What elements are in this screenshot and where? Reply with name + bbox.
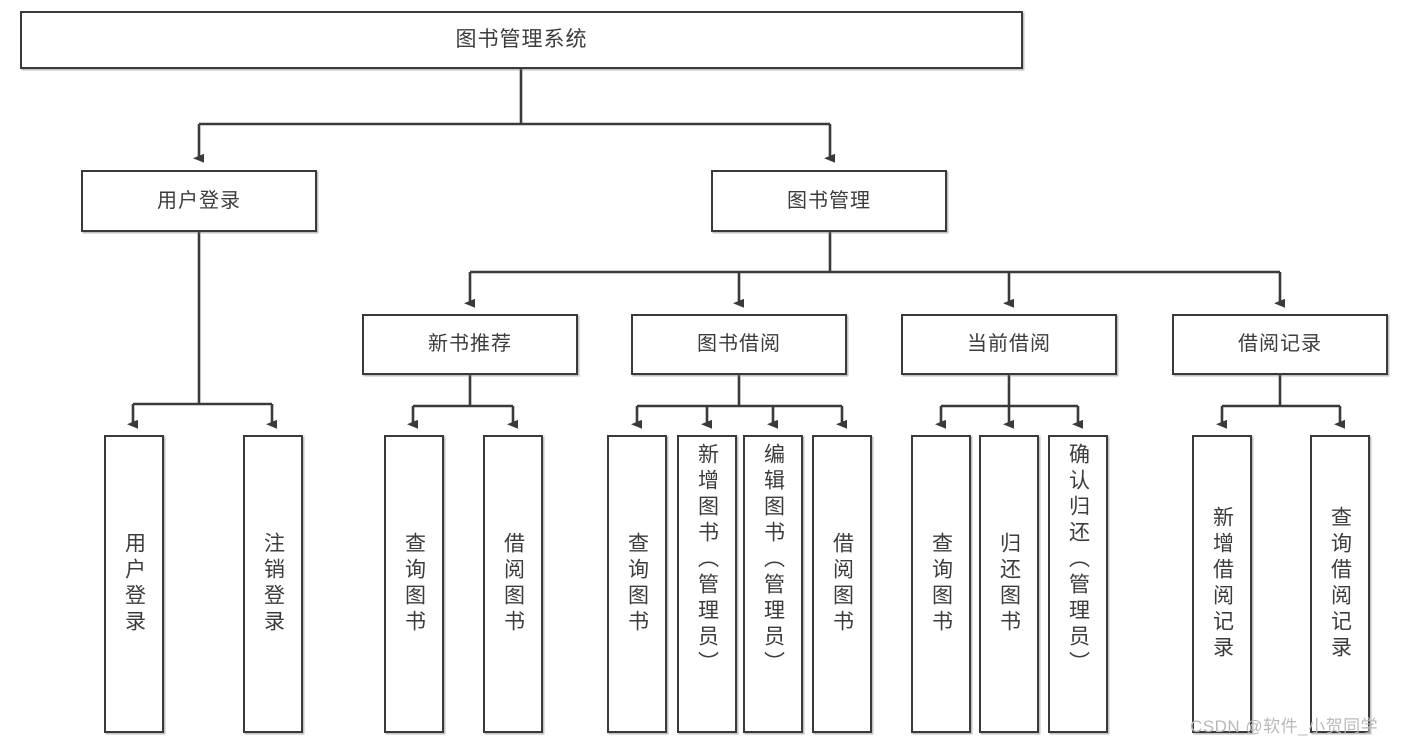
leaf-add-book-admin[interactable]: 新增图书（管理员） (677, 435, 737, 733)
leaf-return-book[interactable]: 归还图书 (979, 435, 1039, 733)
leaf-edit-book-admin[interactable]: 编辑图书（管理员） (743, 435, 803, 733)
node-user-login[interactable]: 用户登录 (81, 170, 317, 232)
leaf-borrow-book-recommend[interactable]: 借阅图书 (483, 435, 543, 733)
node-new-book-recommend[interactable]: 新书推荐 (362, 314, 578, 375)
leaf-logout[interactable]: 注销登录 (243, 435, 303, 733)
node-label: 新增图书（管理员） (695, 443, 719, 677)
node-label: 新书推荐 (428, 333, 512, 355)
node-label: 借阅图书 (501, 532, 525, 636)
node-book-management[interactable]: 图书管理 (711, 170, 947, 232)
node-label: 图书借阅 (697, 333, 781, 355)
node-label: 图书管理 (787, 189, 871, 212)
node-label: 查询图书 (625, 532, 649, 636)
leaf-query-book-recommend[interactable]: 查询图书 (384, 435, 444, 733)
leaf-user-login[interactable]: 用户登录 (104, 435, 164, 733)
leaf-confirm-return-admin[interactable]: 确认归还（管理员） (1048, 435, 1108, 733)
node-label: 借阅记录 (1238, 333, 1322, 355)
node-book-borrow[interactable]: 图书借阅 (631, 314, 847, 375)
node-label: 新增借阅记录 (1210, 506, 1234, 662)
leaf-borrow-book[interactable]: 借阅图书 (812, 435, 872, 733)
node-label: 确认归还（管理员） (1066, 443, 1090, 677)
node-label: 查询图书 (402, 532, 426, 636)
node-label: 归还图书 (997, 532, 1021, 636)
leaf-query-borrow-record[interactable]: 查询借阅记录 (1310, 435, 1370, 733)
node-label: 注销登录 (261, 532, 285, 636)
node-borrow-record[interactable]: 借阅记录 (1172, 314, 1388, 375)
node-label: 编辑图书（管理员） (761, 443, 785, 677)
node-label: 查询图书 (929, 532, 953, 636)
watermark-text: CSDN @软件_小贺同学 (1190, 717, 1379, 736)
leaf-query-book-borrow[interactable]: 查询图书 (607, 435, 667, 733)
node-label: 图书管理系统 (455, 27, 588, 51)
node-label: 用户登录 (122, 532, 146, 636)
node-label: 当前借阅 (967, 333, 1051, 355)
leaf-add-borrow-record[interactable]: 新增借阅记录 (1192, 435, 1252, 733)
node-root-system[interactable]: 图书管理系统 (20, 11, 1023, 69)
node-label: 用户登录 (157, 189, 241, 212)
leaf-query-book-current[interactable]: 查询图书 (911, 435, 971, 733)
node-current-borrow[interactable]: 当前借阅 (901, 314, 1117, 375)
node-label: 借阅图书 (830, 532, 854, 636)
node-label: 查询借阅记录 (1328, 506, 1352, 662)
